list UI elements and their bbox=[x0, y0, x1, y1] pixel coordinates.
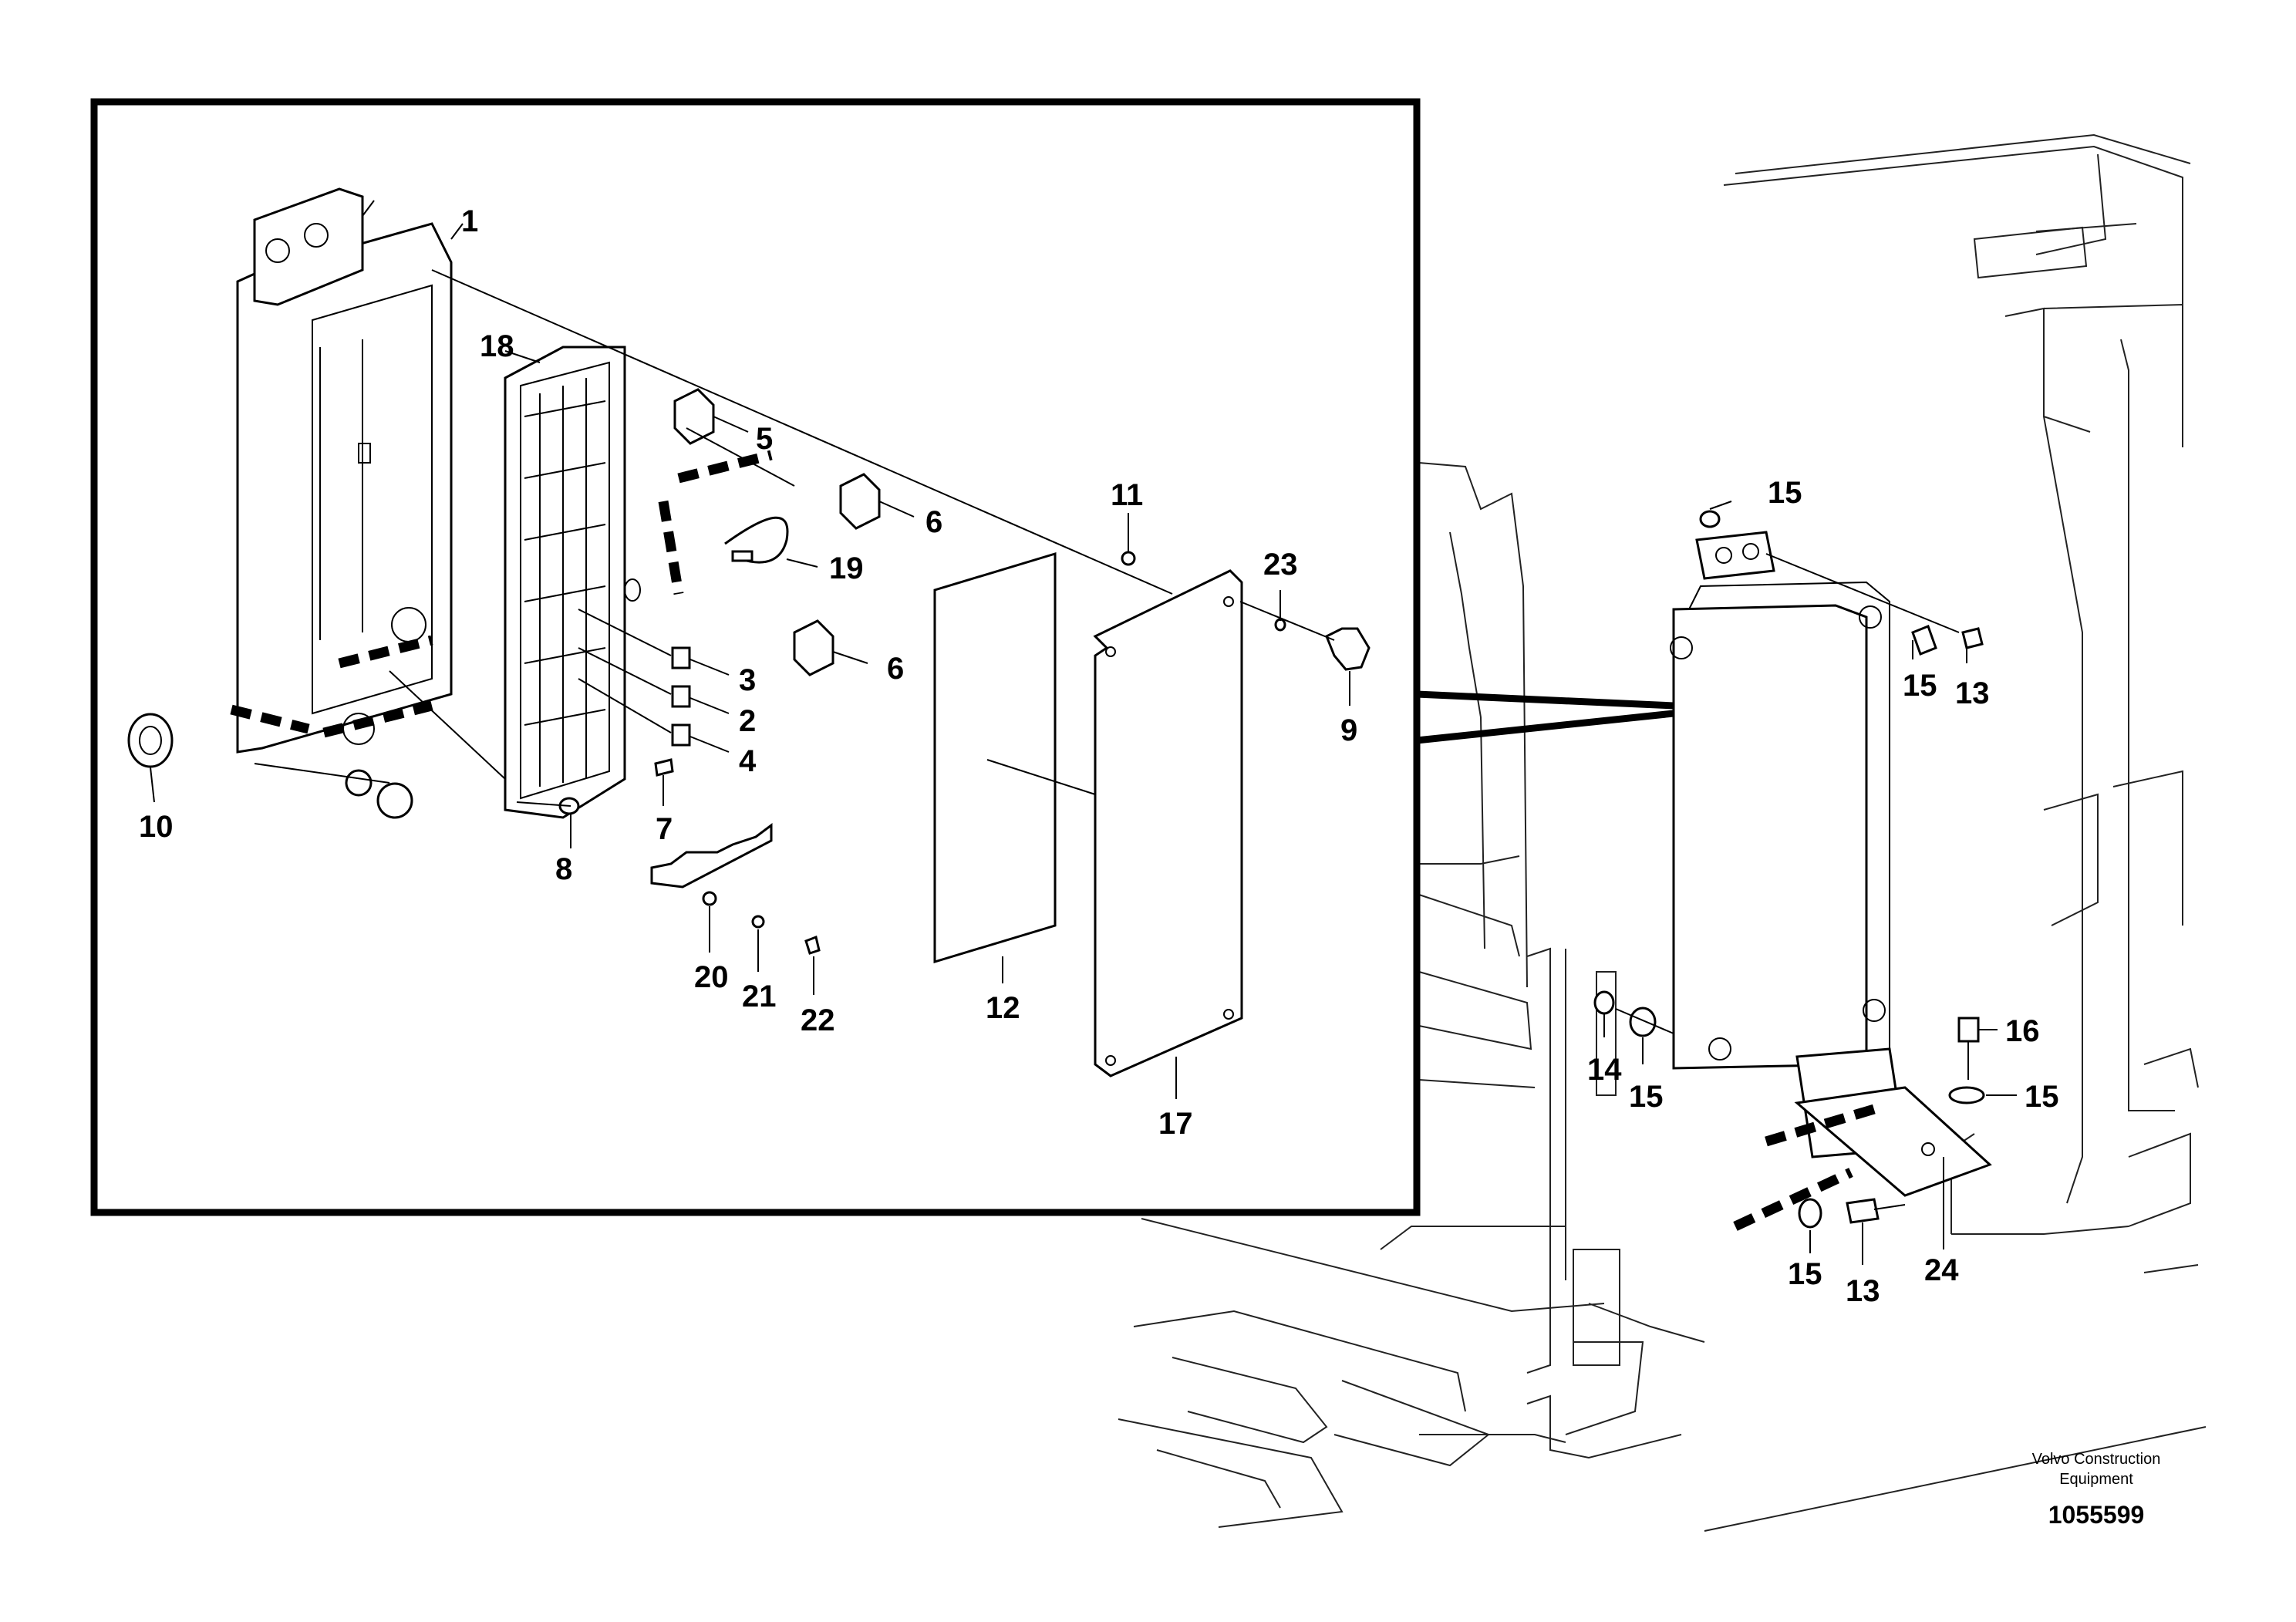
callout-13-lower: 13 bbox=[1846, 1274, 1880, 1308]
callout-18: 18 bbox=[480, 329, 514, 363]
callout-11: 11 bbox=[1111, 478, 1143, 512]
callout-15-top: 15 bbox=[1768, 476, 1802, 510]
callout-15-left: 15 bbox=[1629, 1080, 1664, 1114]
callout-24: 24 bbox=[1924, 1253, 1959, 1287]
callout-10: 10 bbox=[139, 810, 174, 844]
zoom-connector bbox=[1416, 690, 1674, 744]
callout-23: 23 bbox=[1263, 548, 1298, 582]
callout-4: 4 bbox=[739, 744, 757, 778]
detail-inset-frame bbox=[90, 98, 1421, 1216]
callout-17: 17 bbox=[1158, 1107, 1193, 1141]
callout-9: 9 bbox=[1340, 713, 1357, 747]
callout-19: 19 bbox=[829, 551, 864, 585]
callout-12: 12 bbox=[986, 991, 1020, 1025]
installed-electrical-box bbox=[1670, 531, 1992, 1197]
document-number: 1055599 bbox=[2048, 1501, 2145, 1529]
callout-21: 21 bbox=[742, 980, 777, 1013]
callout-15-bottom: 15 bbox=[1788, 1257, 1822, 1291]
credit-line-2: Equipment bbox=[2059, 1471, 2133, 1488]
callout-14: 14 bbox=[1587, 1053, 1622, 1087]
callout-2: 2 bbox=[739, 704, 756, 738]
callout-3: 3 bbox=[739, 663, 756, 697]
callout-15-right: 15 bbox=[2025, 1080, 2059, 1114]
machine-frame-background bbox=[1118, 133, 2207, 1532]
callout-6-upper: 6 bbox=[925, 505, 942, 539]
inset-exploded-parts bbox=[127, 187, 1371, 1077]
right-hardware bbox=[1593, 510, 1985, 1231]
callout-5: 5 bbox=[756, 422, 773, 456]
callout-13-upper: 13 bbox=[1955, 676, 1990, 710]
callout-1: 1 bbox=[461, 204, 478, 238]
footer-credit: Volvo Construction Equipment 1055599 bbox=[2032, 1451, 2161, 1529]
callout-20: 20 bbox=[694, 960, 729, 994]
credit-line-1: Volvo Construction bbox=[2032, 1451, 2161, 1468]
part-callouts: 1 18 5 6 19 6 3 2 4 7 8 10 11 23 9 12 17… bbox=[139, 204, 2059, 1308]
leader-lines bbox=[150, 223, 2017, 1265]
callout-16: 16 bbox=[2005, 1014, 2040, 1048]
callout-6-lower: 6 bbox=[887, 652, 904, 686]
callout-22: 22 bbox=[801, 1003, 835, 1037]
callout-15-upper-right: 15 bbox=[1903, 669, 1937, 703]
callout-8: 8 bbox=[555, 852, 572, 886]
callout-7: 7 bbox=[656, 812, 673, 846]
